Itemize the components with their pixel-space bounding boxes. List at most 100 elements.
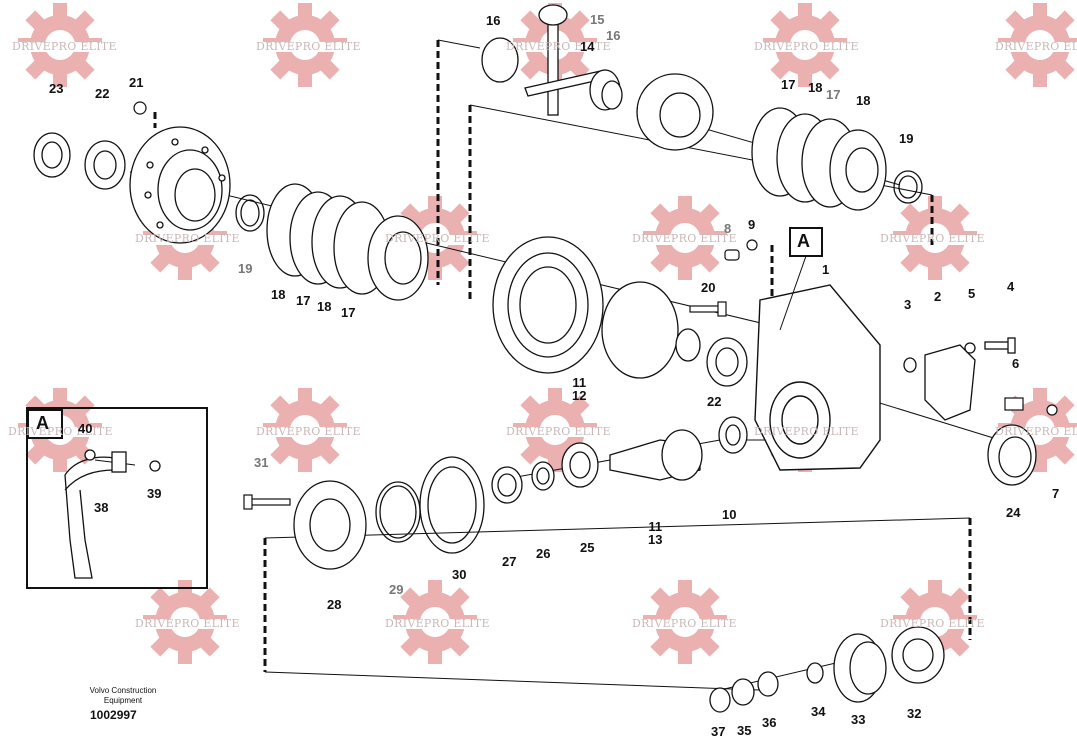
watermark-text: DRIVEPRO ELITE xyxy=(880,232,985,245)
o-ring-29 xyxy=(375,481,421,543)
bolt-20 xyxy=(689,301,727,317)
bearing-cap-assembly xyxy=(903,337,1016,421)
callout-17-bottom-left: 17 xyxy=(296,293,311,308)
watermark-text: DRIVEPRO ELITE xyxy=(632,232,737,245)
bearing-22-left xyxy=(84,140,126,190)
hub-flange xyxy=(129,126,231,244)
callout-35: 35 xyxy=(737,723,752,738)
differential-case xyxy=(601,281,701,379)
coupling-33 xyxy=(833,633,887,703)
callout-30: 30 xyxy=(452,567,467,582)
callout-16-left: 16 xyxy=(486,13,501,28)
small-parts-34-37 xyxy=(709,662,824,713)
detail-a-box xyxy=(26,407,208,589)
watermark-text: DRIVEPRO ELITE xyxy=(385,617,490,630)
callout-38: 38 xyxy=(94,500,109,515)
callout-39: 39 xyxy=(147,486,162,501)
callout-14: 14 xyxy=(580,39,595,54)
callout-25: 25 xyxy=(580,540,595,555)
callout-21: 21 xyxy=(129,75,144,90)
callout-40: 40 xyxy=(78,421,93,436)
callout-37: 37 xyxy=(711,724,726,739)
drive-pinion xyxy=(609,429,703,481)
callout-34: 34 xyxy=(811,704,826,719)
callout-16-right: 16 xyxy=(606,28,621,43)
dashed-connector-lines xyxy=(153,40,972,672)
callout-19-left: 19 xyxy=(238,261,253,276)
callout-2: 2 xyxy=(934,289,942,304)
callout-32: 32 xyxy=(907,706,922,721)
callout-27: 27 xyxy=(502,554,517,569)
disc-stack-left xyxy=(266,183,429,301)
housing-half-top xyxy=(636,73,714,151)
callout-19-right: 19 xyxy=(899,131,914,146)
output-flange-32 xyxy=(891,626,945,684)
housing-a-label: A xyxy=(797,231,810,251)
ring-19-right xyxy=(893,170,923,204)
callout-4: 4 xyxy=(1007,279,1015,294)
watermark-text: DRIVEPRO ELITE xyxy=(632,617,737,630)
spider-gear-assembly xyxy=(481,4,623,116)
brand-line-1: Volvo Construction xyxy=(89,686,157,695)
callout-29: 29 xyxy=(389,582,404,597)
callout-6: 6 xyxy=(1012,356,1020,371)
callout-10: 10 xyxy=(722,507,737,522)
callout-22-left: 22 xyxy=(95,86,110,101)
brand-label: Volvo Construction Equipment xyxy=(86,686,160,706)
callout-36: 36 xyxy=(762,715,777,730)
callout-18-top-left: 18 xyxy=(808,80,823,95)
bearing-25 xyxy=(561,442,599,488)
watermark-text: DRIVEPRO ELITE xyxy=(995,40,1077,53)
callout-18-bottom-right: 18 xyxy=(317,299,332,314)
label-a-box-housing xyxy=(779,227,823,331)
callout-1: 1 xyxy=(822,262,830,277)
axle-housing xyxy=(754,284,881,471)
watermark-text: DRIVEPRO ELITE xyxy=(135,232,240,245)
lock-plate-6 xyxy=(1004,397,1058,416)
callout-7: 7 xyxy=(1052,486,1060,501)
watermark-text: DRIVEPRO ELITE xyxy=(256,425,361,438)
callout-17-top-left: 17 xyxy=(781,77,796,92)
callout-26: 26 xyxy=(536,546,551,561)
disc-stack-right xyxy=(751,107,887,211)
plug-8-washer-9 xyxy=(724,239,758,261)
watermark-text: DRIVEPRO ELITE xyxy=(754,425,859,438)
callout-28: 28 xyxy=(327,597,342,612)
callout-17-top-right: 17 xyxy=(826,87,841,102)
screw-31 xyxy=(243,494,291,510)
watermark-text: DRIVEPRO ELITE xyxy=(12,40,117,53)
nut-23 xyxy=(33,132,71,178)
crown-wheel xyxy=(492,236,604,374)
cover-28 xyxy=(293,480,367,570)
watermark-text: DRIVEPRO ELITE xyxy=(995,425,1077,438)
bearing-22-center xyxy=(706,337,748,387)
callout-22-center: 22 xyxy=(707,394,722,409)
callout-33: 33 xyxy=(851,712,866,727)
callout-15: 15 xyxy=(590,12,605,27)
gasket-30 xyxy=(419,456,485,554)
bearing-10 xyxy=(718,416,748,454)
brand-line-2: Equipment xyxy=(103,696,143,705)
callout-31: 31 xyxy=(254,455,269,470)
callout-5: 5 xyxy=(968,286,976,301)
detail-a-hose xyxy=(64,449,161,579)
adjusting-nut-24 xyxy=(987,424,1037,486)
watermark-text: DRIVEPRO ELITE xyxy=(506,425,611,438)
callout-23: 23 xyxy=(49,81,64,96)
seal-27 xyxy=(491,466,523,504)
watermark-text: DRIVEPRO ELITE xyxy=(8,425,113,438)
callout-24: 24 xyxy=(1006,505,1021,520)
callout-8: 8 xyxy=(724,221,732,236)
callout-18-top-right: 18 xyxy=(856,93,871,108)
watermark-text: DRIVEPRO ELITE xyxy=(754,40,859,53)
document-number: 1002997 xyxy=(90,708,137,722)
watermark-text: DRIVEPRO ELITE xyxy=(256,40,361,53)
ring-26 xyxy=(531,461,555,491)
callout-3: 3 xyxy=(904,297,912,312)
watermark-text: DRIVEPRO ELITE xyxy=(506,40,611,53)
detail-a-label: A xyxy=(36,413,49,433)
ring-19-left xyxy=(235,194,265,232)
